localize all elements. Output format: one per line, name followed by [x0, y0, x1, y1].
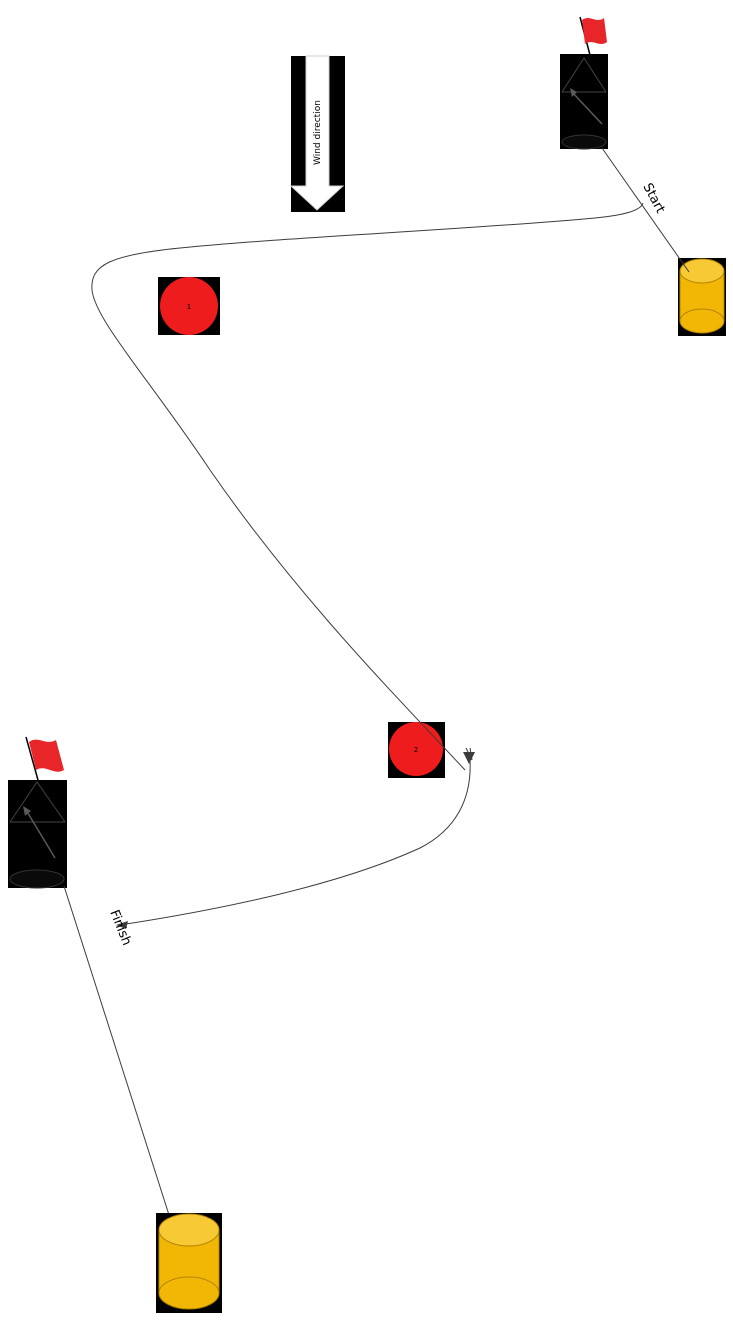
finish-committee-boat: [8, 737, 67, 888]
finish-pin-buoy: [156, 1213, 222, 1313]
wind-direction-indicator: Wind direction: [291, 56, 345, 212]
wind-direction-label: Wind direction: [313, 100, 323, 165]
start-pin-buoy: [678, 258, 726, 336]
buoy-icon: [678, 258, 726, 336]
mark-2-number: 2: [414, 746, 418, 754]
course-path-finish-leg: [120, 760, 470, 925]
mark-2: 2: [388, 722, 445, 778]
mark-1-number: 1: [187, 303, 191, 311]
committee-boat-icon: [8, 780, 67, 888]
committee-boat-icon: [560, 54, 608, 149]
mark-1: 1: [158, 277, 220, 335]
flag-icon: [26, 737, 64, 780]
buoy-icon: [156, 1213, 222, 1313]
start-committee-boat: [560, 17, 608, 149]
start-label: Start: [639, 181, 667, 216]
start-line: [602, 148, 689, 272]
flag-icon: [580, 17, 607, 55]
finish-label: Finish: [106, 908, 134, 948]
